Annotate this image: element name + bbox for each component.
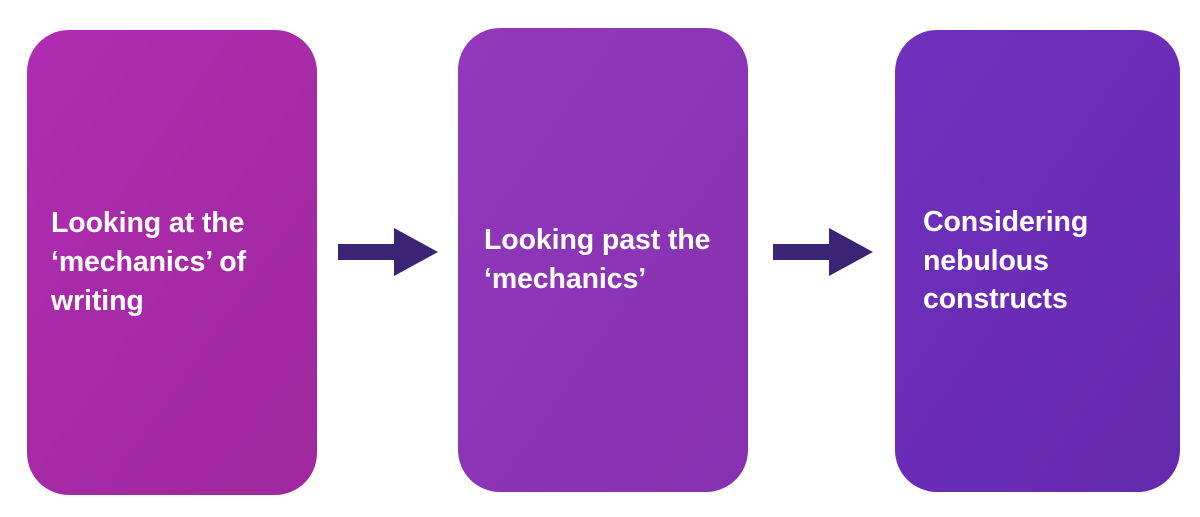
process-stage-1[interactable]: Looking at the ‘mechanics’ of writing [27,30,317,495]
flow-arrow-1-to-2 [338,226,438,278]
process-stage-2-label: Looking past the ‘mechanics’ [484,224,711,295]
right-arrow-icon [773,228,873,276]
process-stage-3-label: Considering nebulous constructs [923,205,1089,316]
flow-arrow-2-to-3 [773,226,873,278]
process-stage-2[interactable]: Looking past the ‘mechanics’ [458,28,748,492]
process-stage-1-label: Looking at the ‘mechanics’ of writing [51,207,247,317]
process-stage-3[interactable]: Considering nebulous constructs [895,30,1180,492]
right-arrow-icon [338,228,438,276]
